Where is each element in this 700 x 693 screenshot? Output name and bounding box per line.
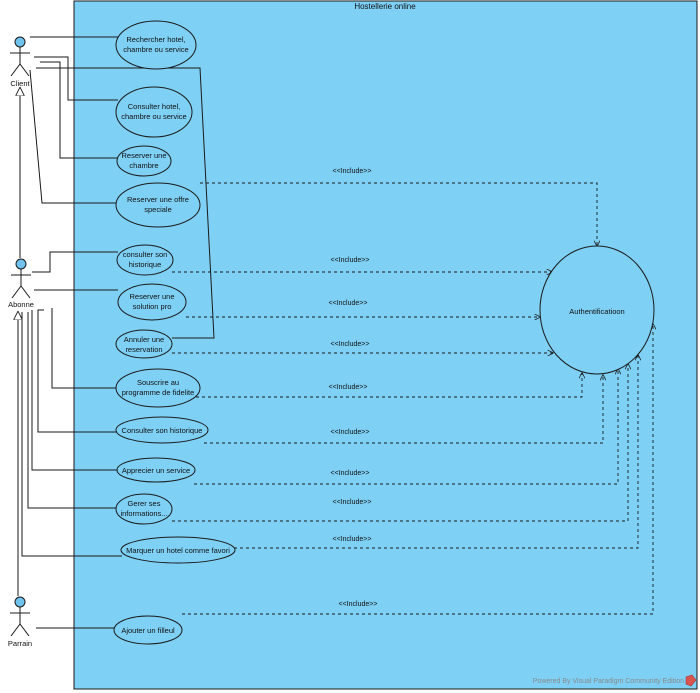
assoc-abonne-uc10 [31,310,118,471]
include-label: <<Include>> [331,470,370,477]
include-uc11-auth [172,364,628,522]
use-case-souscrire-fidelite[interactable]: Souscrire au programme de fidelite [115,368,201,408]
include-uc13-auth [182,324,653,615]
include-uc10-auth [194,369,618,485]
include-labels: <<Include>> <<Include>> <<Include>> <<In… [329,168,378,608]
use-case-authentification[interactable]: Authentificatioon [539,245,655,375]
use-case-reserver-offre[interactable]: Reserver une offre speciale [115,182,201,228]
use-case-label: Consulter hotel, [128,102,181,111]
include-label: <<Include>> [329,300,368,307]
use-case-label: Reserver une [121,151,166,160]
use-case-gerer-informations[interactable]: Gerer ses informations... [115,493,173,525]
actor-label: Abonne [8,300,34,309]
use-case-consulter-son-historique[interactable]: Consulter son historique [115,416,209,444]
include-label: <<Include>> [333,536,372,543]
assoc-abonne-uc5 [32,251,118,273]
include-uc4-auth [200,182,597,246]
include-uc8-auth [196,373,582,398]
include-label: <<Include>> [339,601,378,608]
assoc-abonne-uc9 [37,309,118,433]
assoc-client-uc7 [36,67,215,339]
include-uc12-auth [234,355,638,549]
use-case-consulter-hotel[interactable]: Consulter hotel, chambre ou service [115,86,193,138]
use-case-label: Ajouter un filleul [121,626,175,635]
use-case-marquer-favori[interactable]: Marquer un hotel comme favori [120,536,236,564]
use-case-label: consulter son [123,250,168,259]
use-case-label: solution pro [133,302,172,311]
actor-label: Parrain [8,639,32,648]
use-case-consulter-historique[interactable]: consulter son historique [116,244,174,276]
include-label: <<Include>> [331,341,370,348]
assoc-client-uc4 [29,69,118,204]
include-label: <<Include>> [333,499,372,506]
use-case-label: Marquer un hotel comme favori [126,546,230,555]
include-label: <<Include>> [331,257,370,264]
actor-client[interactable]: Client [10,36,30,88]
use-case-label: chambre ou service [123,45,188,54]
use-case-label: chambre ou service [121,112,186,121]
use-case-label: informations... [120,509,167,518]
use-case-label: speciale [144,205,172,214]
use-case-reserver-solution-pro[interactable]: Reserver une solution pro [117,283,187,321]
use-case-label: Rechercher hotel, [126,35,185,44]
assoc-abonne-uc8 [51,308,118,389]
use-case-label: Authentificatioon [569,307,624,316]
assoc-client-uc3 [40,61,118,159]
use-case-label: programme de fidelite [122,388,195,397]
use-case-rechercher[interactable]: Rechercher hotel, chambre ou service [115,20,197,70]
use-case-label: chambre [129,161,158,170]
actor-head-icon [14,36,26,48]
actor-parrain[interactable]: Parrain [8,596,32,648]
use-case-label: Reserver une offre [127,195,189,204]
use-case-label: historique [129,260,162,269]
use-case-reserver-chambre[interactable]: Reserver une chambre [116,145,172,177]
associations [21,36,215,629]
actor-abonne[interactable]: Abonne [8,258,34,309]
include-label: <<Include>> [331,429,370,436]
actor-head-icon [14,596,26,608]
visual-paradigm-logo-icon [685,674,697,687]
use-case-label: Apprecier un service [122,466,190,475]
include-label: <<Include>> [329,384,368,391]
actor-head-icon [15,258,27,270]
include-label: <<Include>> [333,168,372,175]
use-case-ajouter-filleul[interactable]: Ajouter un filleul [113,615,183,645]
use-case-label: Consulter son historique [122,426,203,435]
system-title: Hostellerie online [354,2,416,11]
use-case-label: Souscrire au [137,378,179,387]
assoc-abonne-uc11 [27,312,118,509]
generalizations [18,88,20,596]
use-case-label: reservation [125,345,162,354]
footer-text: Powered By Visual Paradigm Community Edi… [533,678,684,685]
use-case-apprecier-service[interactable]: Apprecier un service [116,457,196,483]
use-case-label: Annuler une [124,335,164,344]
actor-label: Client [10,79,30,88]
include-uc9-auth [204,375,603,444]
include-dependencies [172,182,653,615]
assoc-client-uc2 [34,56,118,101]
assoc-abonne-uc12 [21,312,122,557]
use-case-label: Reserver une [129,292,174,301]
use-case-annuler-reservation[interactable]: Annuler une reservation [115,329,173,359]
use-case-label: Gerer ses [128,499,161,508]
